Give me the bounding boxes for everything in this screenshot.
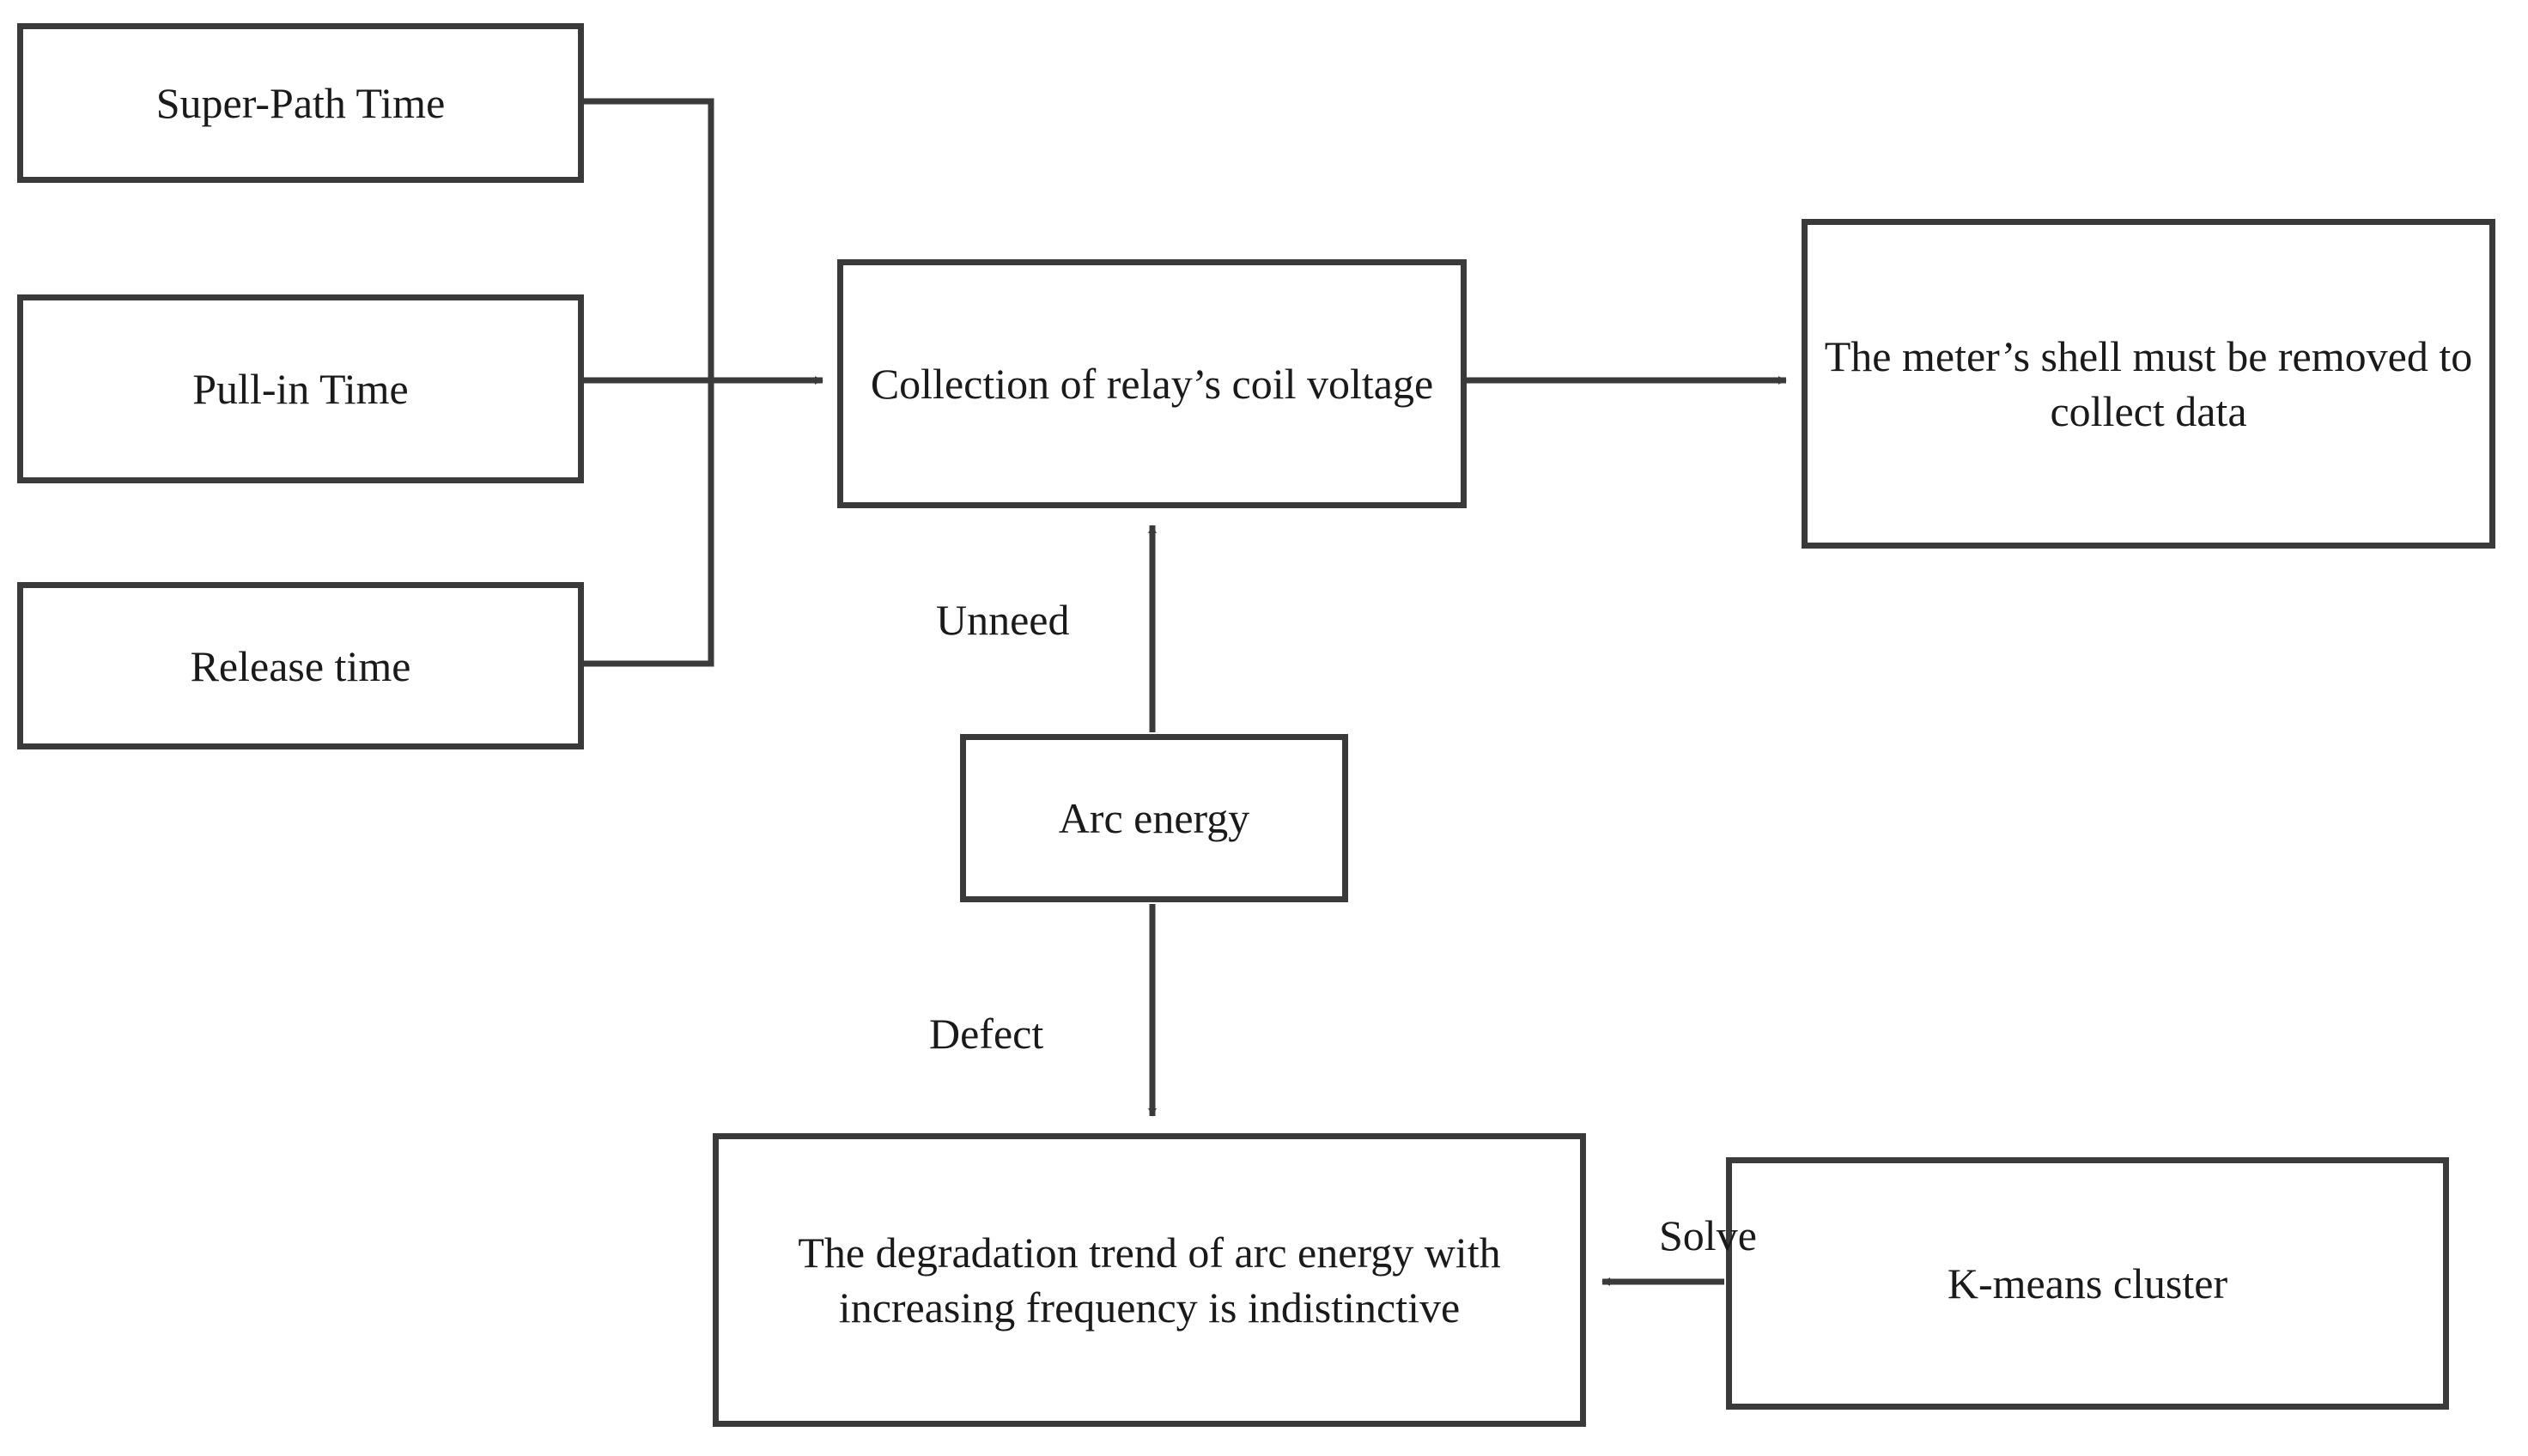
edge-label-defect: Defect: [929, 1010, 1044, 1058]
node-label: The degradation trend of arc energy with…: [798, 1228, 1501, 1332]
node-pull-in-time[interactable]: Pull-in Time: [17, 294, 584, 483]
node-kmeans-cluster[interactable]: K-means cluster: [1726, 1157, 2449, 1410]
node-label: Release time: [190, 641, 411, 690]
edge-release-to-bus: [584, 380, 714, 667]
node-super-path-time[interactable]: Super-Path Time: [17, 23, 584, 183]
edge-label-solve: Solve: [1659, 1211, 1757, 1259]
node-label: Super-Path Time: [155, 79, 446, 127]
node-label: The meter’s shell must be removed to col…: [1824, 332, 2473, 435]
node-degradation-trend[interactable]: The degradation trend of arc energy with…: [713, 1133, 1586, 1427]
node-release-time[interactable]: Release time: [17, 582, 584, 749]
node-label: Arc energy: [1058, 794, 1250, 842]
node-label: K-means cluster: [1947, 1259, 2228, 1307]
node-collection-of-coil-voltage[interactable]: Collection of relay’s coil voltage: [837, 259, 1467, 508]
node-label: Collection of relay’s coil voltage: [870, 360, 1434, 408]
node-arc-energy[interactable]: Arc energy: [960, 734, 1348, 902]
node-label: Pull-in Time: [192, 365, 409, 413]
edge-label-unneed: Unneed: [936, 596, 1070, 644]
node-meter-shell-removed[interactable]: The meter’s shell must be removed to col…: [1802, 219, 2495, 549]
edge-super-path-to-bus: [584, 98, 714, 380]
